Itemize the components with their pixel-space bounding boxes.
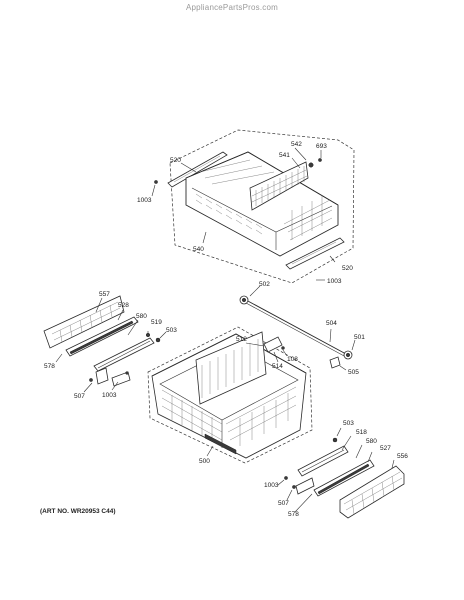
left-bracket[interactable] xyxy=(95,367,109,385)
lower-assembly-outline xyxy=(147,326,313,464)
callout-540: 540 xyxy=(193,246,204,253)
right-screw-1003[interactable] xyxy=(284,476,288,480)
callout-527: 527 xyxy=(380,445,391,452)
lower-bracket-512[interactable] xyxy=(263,336,283,353)
callout-504: 504 xyxy=(326,320,337,327)
callout-528: 528 xyxy=(118,302,129,309)
callout-503-right: 503 xyxy=(343,420,354,427)
cross-bar-group xyxy=(239,285,356,371)
callout-1003-left: 1003 xyxy=(102,392,117,399)
callout-1003-upper-left: 1003 xyxy=(137,197,152,204)
lower-screw-108[interactable] xyxy=(281,346,285,350)
callout-502: 502 xyxy=(259,281,270,288)
art-number-label: (ART NO. WR20953 C44) xyxy=(40,508,116,515)
callout-1003-upper-right: 1003 xyxy=(327,278,342,285)
upper-divider[interactable] xyxy=(249,161,309,211)
right-screw-507[interactable] xyxy=(292,485,296,489)
left-slide-group xyxy=(43,295,167,393)
callout-labels: 520 542 693 541 1003 540 520 1003 502 50… xyxy=(44,141,408,518)
lower-drawer-group xyxy=(147,326,313,464)
upper-left-rail[interactable] xyxy=(167,151,228,188)
left-screw-519[interactable] xyxy=(145,332,151,338)
left-rail-557[interactable] xyxy=(43,295,125,349)
callout-518: 518 xyxy=(356,429,367,436)
cross-bar-504[interactable] xyxy=(245,299,347,355)
callout-542: 542 xyxy=(291,141,302,148)
callout-578-left: 578 xyxy=(44,363,55,370)
watermark-text: AppliancePartsPros.com xyxy=(186,3,278,12)
callout-520-left-rail: 520 xyxy=(170,157,181,164)
callout-1003-right: 1003 xyxy=(264,482,279,489)
callout-557: 557 xyxy=(99,291,110,298)
callout-507-right: 507 xyxy=(278,500,289,507)
callout-519: 519 xyxy=(151,319,162,326)
upper-drawer-group xyxy=(151,129,355,284)
callout-512: 512 xyxy=(236,336,247,343)
left-bumper-503[interactable] xyxy=(155,337,161,343)
lower-basket[interactable] xyxy=(151,331,307,459)
callout-520-right-rail: 520 xyxy=(342,265,353,272)
upper-right-rail[interactable] xyxy=(285,237,345,270)
callout-501: 501 xyxy=(354,334,365,341)
callout-507-left: 507 xyxy=(74,393,85,400)
callout-556: 556 xyxy=(397,453,408,460)
right-bracket[interactable] xyxy=(295,477,315,495)
callout-108: 108 xyxy=(287,356,298,363)
callout-514: 514 xyxy=(272,363,283,370)
callout-541: 541 xyxy=(279,152,290,159)
callout-580-left: 580 xyxy=(136,313,147,320)
callout-505: 505 xyxy=(348,369,359,376)
upper-screw-693[interactable] xyxy=(318,158,322,162)
callout-578-right: 578 xyxy=(288,511,299,518)
left-screw-507[interactable] xyxy=(89,378,93,382)
upper-assembly-outline xyxy=(169,129,355,284)
right-bumper-503[interactable] xyxy=(332,437,338,443)
callout-580-right: 580 xyxy=(366,438,377,445)
callout-693: 693 xyxy=(316,143,327,150)
left-stop-block[interactable] xyxy=(111,371,131,387)
upper-clip-542[interactable] xyxy=(308,162,314,168)
callout-500: 500 xyxy=(199,458,210,465)
upper-screw-1003-left[interactable] xyxy=(154,180,158,184)
callout-503-left: 503 xyxy=(166,327,177,334)
bracket-505[interactable] xyxy=(329,356,341,369)
right-slide-group xyxy=(277,427,405,519)
